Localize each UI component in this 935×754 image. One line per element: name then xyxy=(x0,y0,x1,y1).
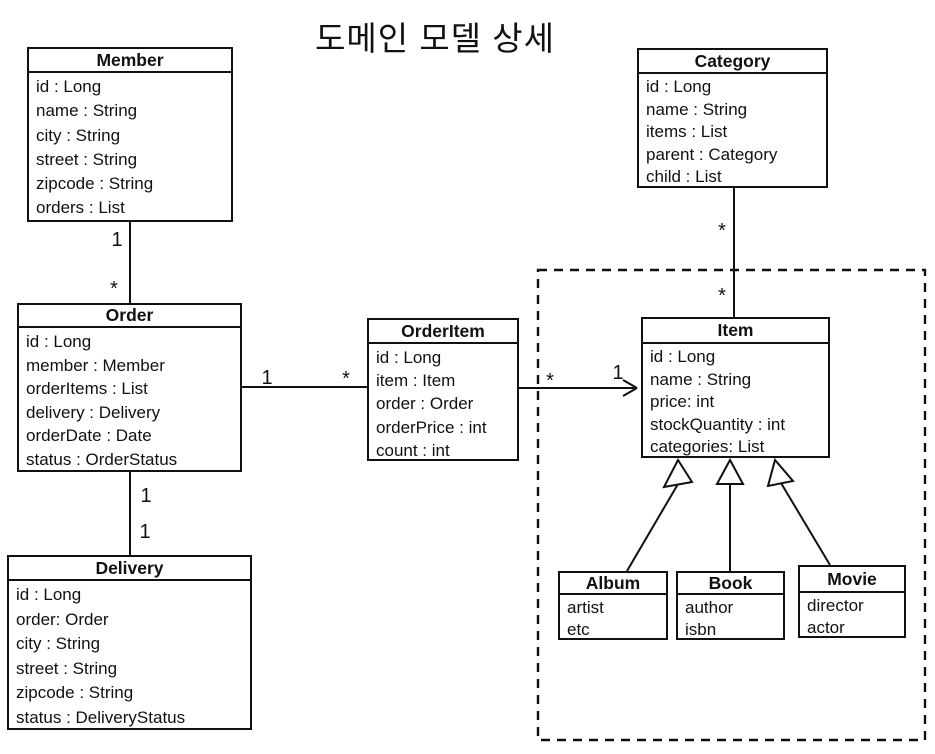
class-attributes: id : Long name : String city : String st… xyxy=(29,73,231,221)
class-attribute: street : String xyxy=(36,149,138,169)
class-attribute: id : Long xyxy=(376,348,442,367)
class-attributes: artist etc xyxy=(560,595,666,641)
class-title: Member xyxy=(29,49,231,73)
class-attributes: id : Long order: Order city : String str… xyxy=(9,581,250,731)
class-title: Movie xyxy=(800,567,904,593)
class-attribute: id : Long xyxy=(16,585,82,604)
class-box-item: Item id : Long name : String price: int … xyxy=(641,317,830,458)
item-subsystem-dashed-box xyxy=(536,268,927,742)
class-attribute: author xyxy=(685,598,734,617)
inheritance-triangle-icon xyxy=(766,457,795,488)
class-attribute: city : String xyxy=(16,634,101,654)
class-attribute: isbn xyxy=(685,620,717,639)
multiplicity-label: 1 xyxy=(261,367,273,389)
class-attribute: delivery : Delivery xyxy=(26,402,161,422)
class-attributes: id : Long member : Member orderItems : L… xyxy=(19,328,240,472)
class-title: OrderItem xyxy=(369,320,517,344)
class-attribute: director xyxy=(807,596,864,615)
class-box-orderitem: OrderItem id : Long item : Item order : … xyxy=(367,318,519,461)
class-attribute: id : Long xyxy=(646,77,712,96)
class-attribute: zipcode : String xyxy=(16,683,134,703)
class-box-book: Book author isbn xyxy=(676,571,785,640)
class-attribute: name : String xyxy=(646,99,748,119)
class-attributes: id : Long name : String price: int stock… xyxy=(643,344,828,459)
class-attribute: member : Member xyxy=(26,355,165,375)
class-attribute: city : String xyxy=(36,125,121,145)
class-attribute: id : Long xyxy=(26,332,92,351)
connector-album-item xyxy=(626,483,679,572)
class-box-movie: Movie director actor xyxy=(798,565,906,638)
multiplicity-label: 1 xyxy=(612,362,624,384)
class-box-album: Album artist etc xyxy=(558,571,668,640)
multiplicity-label: * xyxy=(718,220,726,242)
class-attributes: id : Long item : Item order : Order orde… xyxy=(369,344,517,462)
class-attribute: orderItems : List xyxy=(26,379,148,399)
multiplicity-label: 1 xyxy=(140,485,152,507)
class-title: Book xyxy=(678,573,783,595)
class-attribute: status : DeliveryStatus xyxy=(16,707,186,727)
class-title: Item xyxy=(643,319,828,344)
class-attribute: categories: List xyxy=(650,437,765,457)
connector-movie-item xyxy=(780,482,831,566)
class-box-order: Order id : Long member : Member orderIte… xyxy=(17,303,242,472)
class-box-member: Member id : Long name : String city : St… xyxy=(27,47,233,222)
class-attribute: parent : Category xyxy=(646,144,778,164)
class-attribute: street : String xyxy=(16,658,118,678)
class-attribute: name : String xyxy=(36,101,138,121)
class-attribute: etc xyxy=(567,620,590,639)
class-attribute: artist xyxy=(567,598,604,617)
class-attribute: id : Long xyxy=(650,347,716,366)
class-attribute: item : Item xyxy=(376,371,456,391)
class-box-delivery: Delivery id : Long order: Order city : S… xyxy=(7,555,252,730)
class-attribute: items : List xyxy=(646,122,728,142)
class-attribute: status : OrderStatus xyxy=(26,449,178,469)
class-attribute: orders : List xyxy=(36,198,125,218)
class-title: Album xyxy=(560,573,666,595)
class-title: Order xyxy=(19,305,240,328)
multiplicity-label: * xyxy=(110,278,118,300)
class-attribute: zipcode : String xyxy=(36,174,154,194)
class-attributes: director actor xyxy=(800,593,904,639)
class-attribute: orderDate : Date xyxy=(26,426,152,446)
class-attribute: order: Order xyxy=(16,609,109,629)
inheritance-triangle-icon xyxy=(662,457,694,489)
class-attribute: id : Long xyxy=(36,77,102,96)
class-attribute: price: int xyxy=(650,392,715,412)
class-title: Delivery xyxy=(9,557,250,581)
class-attribute: child : List xyxy=(646,167,722,187)
multiplicity-label: 1 xyxy=(111,229,123,251)
arrowhead-icon xyxy=(622,379,638,397)
class-attribute: actor xyxy=(807,618,845,637)
class-box-category: Category id : Long name : String items :… xyxy=(637,48,828,188)
diagram-title: 도메인 모델 상세 xyxy=(315,20,555,57)
class-title: Category xyxy=(639,50,826,74)
multiplicity-label: * xyxy=(546,370,554,392)
multiplicity-label: * xyxy=(718,285,726,307)
class-attributes: author isbn xyxy=(678,595,783,641)
class-attribute: count : int xyxy=(376,440,450,460)
multiplicity-label: 1 xyxy=(139,521,151,543)
class-attribute: order : Order xyxy=(376,394,474,414)
inheritance-triangle-icon xyxy=(715,457,745,485)
multiplicity-label: * xyxy=(342,368,350,390)
class-attributes: id : Long name : String items : List par… xyxy=(639,74,826,189)
class-attribute: orderPrice : int xyxy=(376,417,487,437)
class-attribute: stockQuantity : int xyxy=(650,414,786,434)
class-attribute: name : String xyxy=(650,369,752,389)
